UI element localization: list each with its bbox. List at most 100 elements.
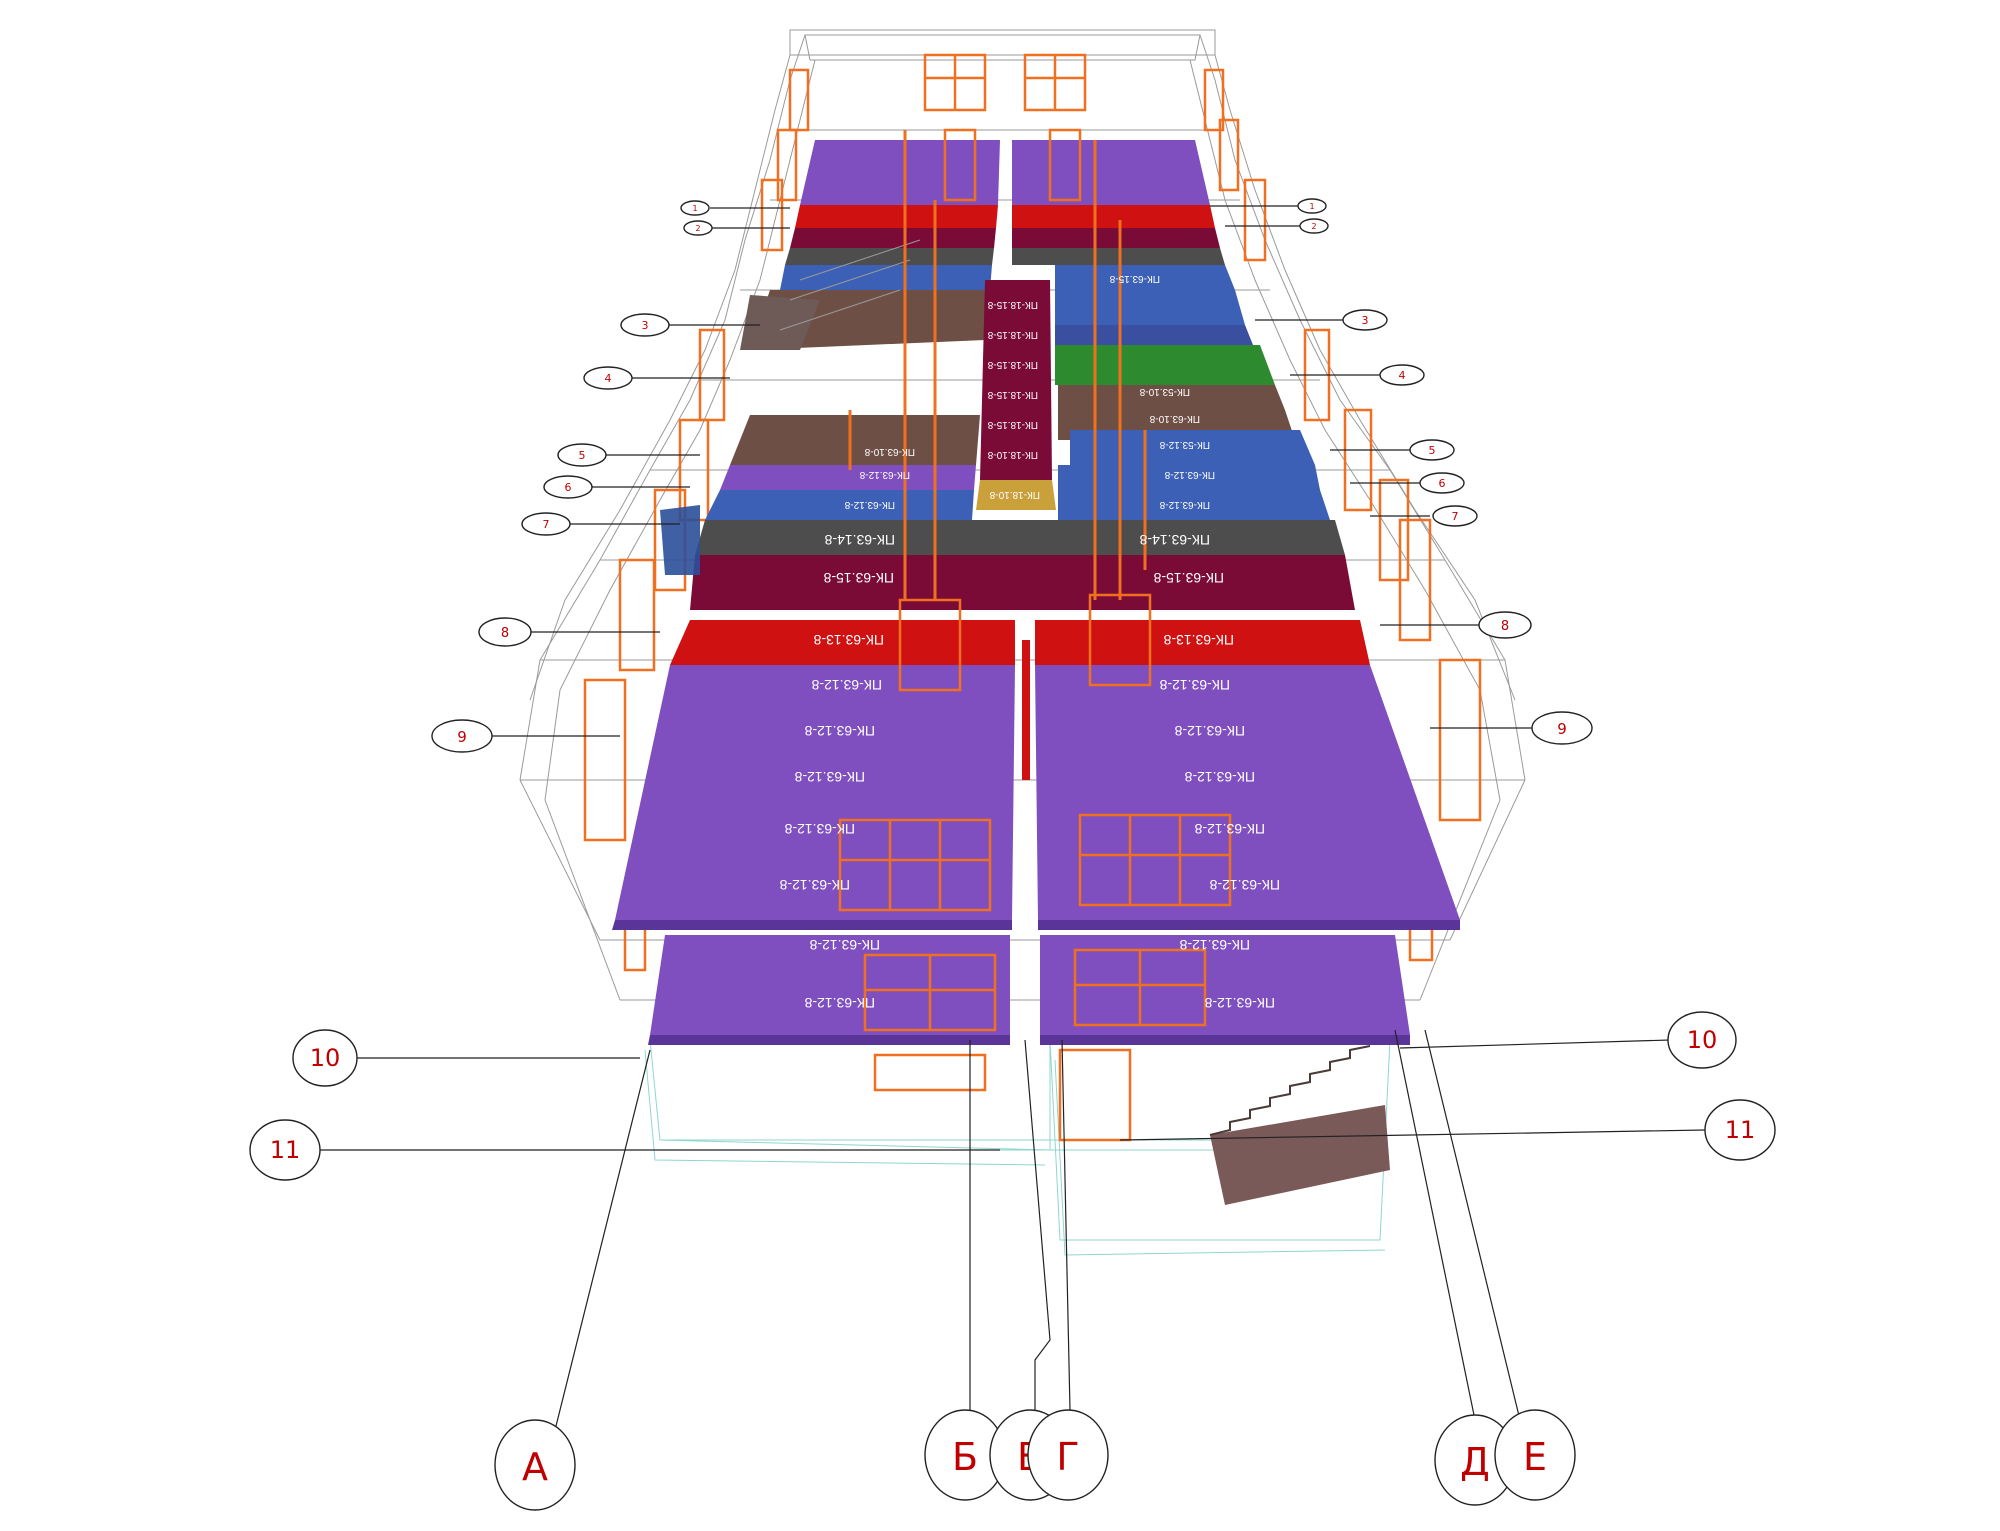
svg-text:9: 9 xyxy=(457,728,467,746)
center-maroon-strip xyxy=(980,280,1052,480)
axis-bubble-1-left: 1 xyxy=(680,200,710,216)
svg-text:7: 7 xyxy=(1452,510,1459,523)
svg-text:8: 8 xyxy=(1501,619,1509,634)
slab-top-left xyxy=(800,140,1000,205)
label-center-4: ПК-18.15-8 xyxy=(987,389,1038,400)
stair-lower xyxy=(1209,1045,1390,1205)
axis-bubble-9-right: 9 xyxy=(1531,711,1593,745)
svg-text:6: 6 xyxy=(565,481,572,494)
axis-letter-bubbles: А Б В Г Д Е xyxy=(494,1409,1576,1511)
svg-text:10: 10 xyxy=(310,1044,341,1072)
axis-bubble-2-left: 2 xyxy=(683,220,713,236)
label-right-3: ПК-63.12-8 xyxy=(1184,769,1255,785)
label-right-7: ПК-63.12-8 xyxy=(1204,995,1275,1011)
back-windows xyxy=(923,53,1087,112)
svg-text:4: 4 xyxy=(605,372,612,385)
slab-lower-right xyxy=(1040,935,1410,1035)
svg-text:8: 8 xyxy=(501,626,509,641)
svg-text:11: 11 xyxy=(270,1136,301,1164)
svg-text:11: 11 xyxy=(1725,1116,1756,1144)
label-violet-left: ПК-63.12-8 xyxy=(859,469,910,480)
left-side-windows xyxy=(583,68,810,972)
label-right-6: ПК-63.12-8 xyxy=(1179,937,1250,953)
floor-slabs xyxy=(612,140,1460,1045)
svg-text:3: 3 xyxy=(1362,314,1369,327)
axis-bubbles-right: 1 2 3 4 5 6 7 8 xyxy=(1297,198,1776,1161)
right-side-windows xyxy=(1203,68,1482,962)
axis-bubble-11-left: 11 xyxy=(249,1119,321,1181)
svg-text:2: 2 xyxy=(1311,222,1316,231)
label-left-4: ПК-63.12-8 xyxy=(784,821,855,837)
svg-text:4: 4 xyxy=(1399,369,1406,382)
label-left-1: ПК-63.12-8 xyxy=(811,677,882,693)
slab-big-left xyxy=(615,665,1015,920)
axis-bubble-10-right: 10 xyxy=(1667,1011,1737,1069)
axis-bubble-6-left: 6 xyxy=(543,475,593,499)
label-green-right: ПК-53.10-8 xyxy=(1139,386,1190,397)
label-blue-right-3: ПК-53.12-8 xyxy=(1159,439,1210,450)
axis-bubble-a: А xyxy=(494,1419,576,1511)
label-maroon-right: ПК-63.15-8 xyxy=(1153,570,1224,586)
label-right-1: ПК-63.12-8 xyxy=(1159,677,1230,693)
label-gray-left: ПК-63.14-8 xyxy=(824,532,895,548)
label-ochre: ПК-18.10-8 xyxy=(989,489,1040,500)
label-brown-left: ПК-63.10-8 xyxy=(864,446,915,457)
orange-posts xyxy=(848,130,1147,600)
axis-bubble-2-right: 2 xyxy=(1299,218,1329,234)
label-center-6: ПК-18.10-8 xyxy=(987,449,1038,460)
label-maroon-left: ПК-63.15-8 xyxy=(823,570,894,586)
doors xyxy=(873,128,1152,1142)
label-brown-right: ПК-63.10-8 xyxy=(1149,413,1200,424)
label-center-3: ПК-18.15-8 xyxy=(987,359,1038,370)
svg-text:1: 1 xyxy=(692,204,697,213)
svg-text:9: 9 xyxy=(1557,720,1567,738)
svg-text:5: 5 xyxy=(579,449,586,462)
label-left-2: ПК-63.12-8 xyxy=(804,723,875,739)
svg-text:3: 3 xyxy=(642,319,649,332)
axis-bubble-5-left: 5 xyxy=(557,443,607,467)
label-left-5: ПК-63.12-8 xyxy=(779,877,850,893)
label-right-5: ПК-63.12-8 xyxy=(1209,877,1280,893)
label-center-1: ПК-18.15-8 xyxy=(987,299,1038,310)
axis-bubble-4-right: 4 xyxy=(1379,364,1425,386)
label-left-3: ПК-63.12-8 xyxy=(794,769,865,785)
axis-bubble-g: Г xyxy=(1027,1409,1109,1501)
axis-bubble-e: Е xyxy=(1494,1409,1576,1501)
axis-bubble-9-left: 9 xyxy=(431,719,493,753)
axis-leaders xyxy=(320,205,1706,1431)
axis-bubble-8-left: 8 xyxy=(478,617,532,647)
svg-text:Е: Е xyxy=(1523,1435,1547,1479)
label-blue-right-2: ПК-63.12-8 xyxy=(1164,469,1215,480)
label-top-blue-right: ПК-63.15-8 xyxy=(1109,273,1160,284)
slab-labels: ПК-63.12-8 ПК-63.12-8 ПК-63.12-8 ПК-63.1… xyxy=(779,273,1280,1011)
label-right-2: ПК-63.12-8 xyxy=(1174,723,1245,739)
label-blue-right: ПК-63.12-8 xyxy=(1159,499,1210,510)
axis-bubble-3-right: 3 xyxy=(1342,309,1388,331)
slab-top-right xyxy=(1012,140,1210,205)
label-red-left: ПК-63.13-8 xyxy=(813,632,884,648)
svg-text:6: 6 xyxy=(1439,477,1446,490)
svg-text:7: 7 xyxy=(543,518,550,531)
svg-text:Г: Г xyxy=(1056,1435,1079,1479)
axis-bubble-6-right: 6 xyxy=(1419,472,1465,494)
label-center-5: ПК-18.15-8 xyxy=(987,419,1038,430)
label-left-7: ПК-63.12-8 xyxy=(804,995,875,1011)
svg-text:2: 2 xyxy=(695,224,700,233)
axis-bubble-1-right: 1 xyxy=(1297,198,1327,214)
front-windows xyxy=(838,813,1232,1032)
label-gray-right: ПК-63.14-8 xyxy=(1139,532,1210,548)
svg-text:Д: Д xyxy=(1460,1440,1490,1484)
axis-bubble-7-left: 7 xyxy=(521,512,571,536)
axis-bubble-7-right: 7 xyxy=(1432,505,1478,527)
svg-text:А: А xyxy=(522,1445,548,1489)
label-right-4: ПК-63.12-8 xyxy=(1194,821,1265,837)
svg-text:5: 5 xyxy=(1429,444,1436,457)
slab-lower-left xyxy=(650,935,1010,1035)
svg-text:1: 1 xyxy=(1309,202,1314,211)
axis-bubble-5-right: 5 xyxy=(1409,439,1455,461)
axis-bubble-b: Б xyxy=(924,1409,1006,1501)
axis-bubble-4-left: 4 xyxy=(583,366,633,390)
label-blue-left: ПК-63.12-8 xyxy=(844,499,895,510)
axis-bubble-8-right: 8 xyxy=(1478,611,1532,639)
